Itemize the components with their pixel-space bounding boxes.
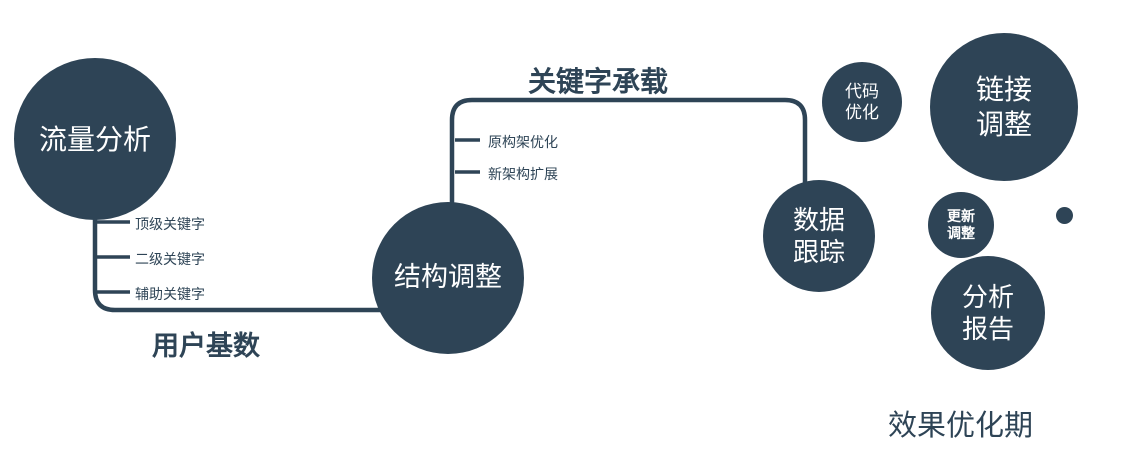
node-update-adjustment-line2: 调整 (947, 225, 975, 241)
branch-label-arch-optimize: 原构架优化 (488, 134, 558, 150)
node-update-adjustment-line1: 更新 (947, 207, 975, 224)
edge-label-user-base: 用户基数 (152, 331, 260, 361)
connector-structure-to-tracking (449, 97, 808, 210)
branch-label-second-keyword: 二级关键字 (135, 251, 205, 267)
node-data-tracking-line1: 数据 (792, 204, 845, 235)
bullet-dot (1056, 207, 1073, 224)
node-code-optimization-line2: 优化 (845, 103, 879, 122)
edge-label-keyword-carrying: 关键字承载 (528, 66, 669, 97)
node-data-tracking-line2: 跟踪 (792, 237, 845, 267)
node-data-tracking: 数据 跟踪 (763, 180, 875, 292)
node-link-adjustment-line2: 调整 (975, 109, 1032, 140)
node-update-adjustment: 更新 调整 (928, 192, 994, 258)
node-structure-adjustment-label: 结构调整 (394, 262, 502, 293)
node-structure-adjustment: 结构调整 (372, 202, 524, 354)
node-code-optimization-line1: 代码 (845, 81, 879, 101)
branch-label-aux-keyword: 辅助关键字 (135, 286, 205, 302)
node-analysis-report-line1: 分析 (961, 281, 1014, 312)
node-analysis-report-line2: 报告 (961, 314, 1014, 344)
branch-label-arch-expand: 新架构扩展 (488, 166, 558, 182)
branch-label-top-keyword: 顶级关键字 (135, 216, 205, 232)
node-link-adjustment-line1: 链接 (975, 74, 1032, 105)
connector-traffic-to-structure (92, 195, 400, 313)
node-traffic-analysis: 流量分析 (14, 58, 176, 220)
caption-effect-period: 效果优化期 (888, 410, 1034, 442)
node-code-optimization: 代码 优化 (822, 62, 902, 142)
node-analysis-report: 分析 报告 (931, 256, 1045, 370)
node-link-adjustment: 链接 调整 (930, 33, 1078, 181)
node-traffic-analysis-label: 流量分析 (38, 123, 151, 155)
